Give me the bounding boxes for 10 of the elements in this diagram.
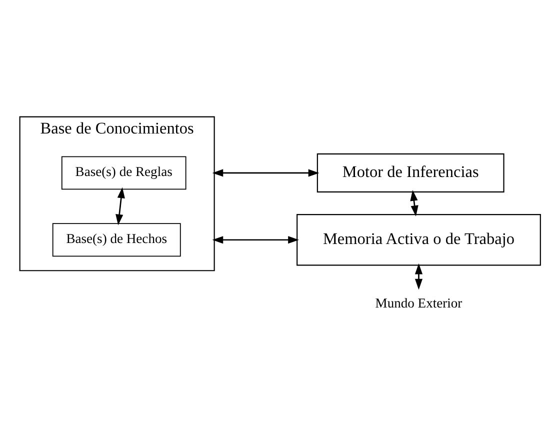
arrow	[212, 236, 299, 244]
arrow	[212, 168, 320, 176]
node-box: Memoria Activa o de Trabajo	[296, 214, 541, 266]
arrow	[414, 262, 423, 290]
node-box: Base(s) de Hechos	[52, 222, 181, 256]
arrow	[116, 186, 125, 225]
node-text: Mundo Exterior	[375, 294, 462, 310]
node-box: Base(s) de Reglas	[61, 156, 186, 190]
node-box: Motor de Inferencias	[316, 152, 504, 192]
arrow	[410, 189, 418, 216]
